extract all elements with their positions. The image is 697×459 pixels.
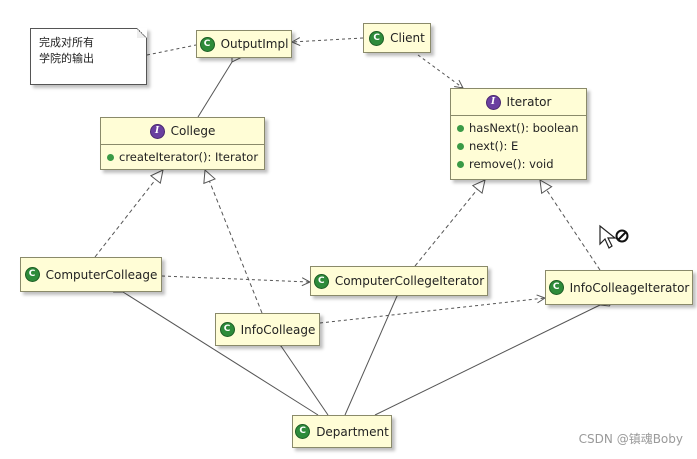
note-link <box>146 44 197 56</box>
class-name: ComputerColleage <box>45 267 158 282</box>
computercollegeiterator-department-aggregation <box>344 280 406 416</box>
class-name: InfoColleage <box>240 322 316 337</box>
method-signature: hasNext(): boolean <box>469 121 579 135</box>
public-method-icon <box>107 153 114 161</box>
client-outputimpl-dependency <box>292 38 364 42</box>
comment-note: 完成对所有 学院的输出 <box>30 28 147 85</box>
class-name: ComputerCollegeIterator <box>334 274 485 288</box>
method-row: createIterator(): Iterator <box>107 148 258 166</box>
interface-icon: I <box>149 123 165 139</box>
class-icon: C <box>369 30 385 46</box>
method-signature: next(): E <box>469 139 519 153</box>
class-department[interactable]: C Department <box>292 415 392 448</box>
class-infocolleageiterator[interactable]: C InfoColleageIterator <box>545 270 693 305</box>
method-row: hasNext(): boolean <box>457 119 580 137</box>
class-icon: C <box>295 424 311 439</box>
infocolleage-realizes-college <box>205 170 263 314</box>
computercolleage-iterator-dependency <box>161 275 310 282</box>
public-method-icon <box>457 160 464 168</box>
infocolleage-department-aggregation <box>271 331 329 416</box>
class-icon: C <box>548 280 564 295</box>
class-icon: C <box>313 273 329 289</box>
class-name: OutputImpl <box>220 37 289 51</box>
computercollegeiterator-realizes-iterator <box>414 180 485 267</box>
interface-iterator[interactable]: I Iterator hasNext(): boolean next(): E … <box>450 88 587 180</box>
interface-name: College <box>170 124 216 138</box>
interface-college[interactable]: I College createIterator(): Iterator <box>100 117 265 170</box>
class-icon: C <box>24 267 40 282</box>
note-fold <box>137 28 147 38</box>
outputimpl-college-aggregation <box>197 47 241 118</box>
class-computercollegeiterator[interactable]: C ComputerCollegeIterator <box>310 266 488 296</box>
infocolleage-iterator-dependency <box>319 298 545 324</box>
infocolleageiterator-department-aggregation <box>374 296 616 416</box>
public-method-icon <box>457 124 464 132</box>
class-infocolleage[interactable]: C InfoColleage <box>215 313 320 346</box>
public-method-icon <box>457 142 464 150</box>
method-signature: remove(): void <box>469 157 554 171</box>
infocolleageiterator-realizes-iterator <box>540 180 601 271</box>
method-signature: createIterator(): Iterator <box>119 150 259 164</box>
watermark: CSDN @镇魂Boby <box>578 432 683 446</box>
interface-name: Iterator <box>506 95 552 109</box>
method-row: remove(): void <box>457 155 580 173</box>
class-icon: C <box>219 322 235 337</box>
client-iterator-dependency <box>417 54 463 88</box>
class-name: InfoColleageIterator <box>569 280 690 295</box>
note-line-1: 完成对所有 <box>39 36 94 49</box>
class-icon: C <box>199 36 215 52</box>
class-name: Department <box>316 424 389 439</box>
class-computercolleage[interactable]: C ComputerColleage <box>20 257 162 292</box>
method-row: next(): E <box>457 137 580 155</box>
note-line-2: 学院的输出 <box>39 52 94 65</box>
no-drop-cursor-icon <box>599 224 629 249</box>
class-name: Client <box>390 31 425 45</box>
computercolleage-realizes-college <box>94 170 163 258</box>
class-client[interactable]: C Client <box>363 23 431 53</box>
computercolleage-department-aggregation <box>108 282 319 416</box>
interface-icon: I <box>485 94 501 110</box>
class-outputimpl[interactable]: C OutputImpl <box>196 30 292 58</box>
